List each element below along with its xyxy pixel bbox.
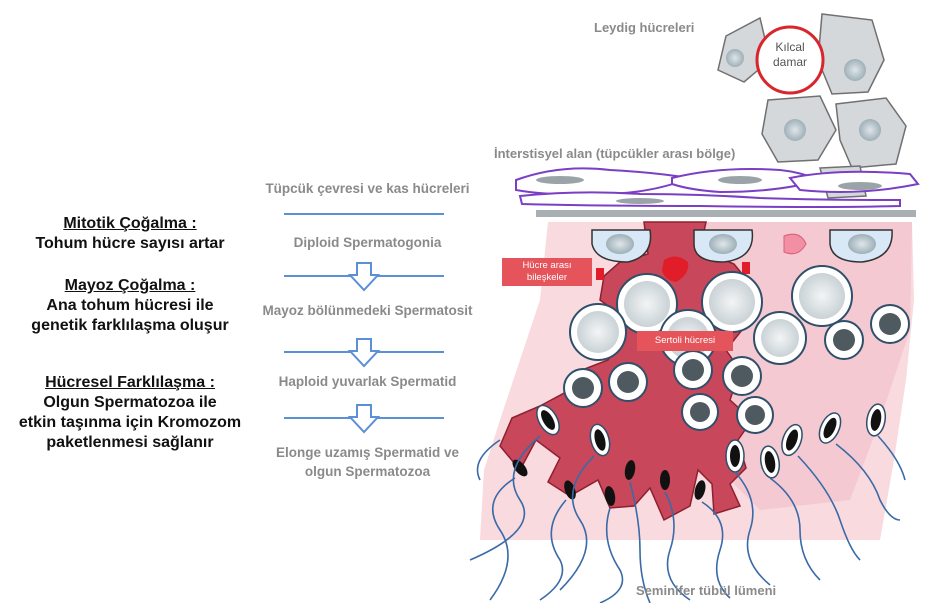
meiosis-block: Mayoz Çoğalma : Ana tohum hücresi ile ge… [0, 276, 260, 336]
differentiation-line-3: paketlenmesi sağlanır [46, 434, 214, 451]
leydig-label: Leydig hücreleri [594, 20, 695, 35]
meiosis-heading: Mayoz Çoğalma : [64, 277, 196, 294]
interstitial-cells [515, 167, 920, 208]
capillary-label: Kılcal damar [760, 40, 820, 70]
stage-round-spermatid: Haploid yuvarlak Spermatid [278, 374, 457, 389]
capillary-label-line-1: Kılcal [775, 40, 805, 54]
capillary-vessel [755, 25, 825, 95]
sperm-tails [469, 435, 906, 603]
stage-arrows [347, 262, 381, 434]
junctions-label: Hücre arası bileşkeler [502, 258, 592, 286]
mitotic-line-1: Tohum hücre sayısı artar [35, 235, 225, 252]
differentiation-line-1: Olgun Spermatozoa ile [43, 394, 217, 411]
stage-elongated-spermatid: Elonge uzamış Spermatid ve olgun Spermat… [255, 443, 480, 481]
stage-elongated-line-1: Elonge uzamış Spermatid ve [275, 445, 460, 460]
stage-elongated-line-2: olgun Spermatozoa [304, 464, 431, 479]
stage-spermatogonia: Diploid Spermatogonia [293, 235, 442, 250]
junctions-label-line-1: Hücre arası [522, 260, 572, 271]
sertoli-label: Sertoli hücresi [637, 331, 733, 351]
differentiation-line-2: etkin taşınma için Kromozom [18, 414, 242, 431]
stage-peritubular: Tüpcük çevresi ve kas hücreleri [265, 181, 470, 196]
mitotic-block: Mitotik Çoğalma : Tohum hücre sayısı art… [0, 214, 260, 254]
stage-spermatocyte: Mayoz bölünmedeki Spermatosit [262, 303, 473, 318]
basement-membrane [536, 210, 916, 217]
differentiation-block: Hücresel Farklılaşma : Olgun Spermatozoa… [0, 373, 260, 453]
meiosis-line-1: Ana tohum hücresi ile [46, 297, 214, 314]
capillary-label-line-2: damar [772, 55, 807, 69]
meiosis-line-2: genetik farklılaşma oluşur [31, 317, 229, 334]
junctions-label-line-2: bileşkeler [526, 272, 568, 283]
interstitial-label: İnterstisyel alan (tüpcükler arası bölge… [494, 146, 736, 161]
lumen-label: Seminifer tübül lümeni [636, 583, 777, 598]
differentiation-heading: Hücresel Farklılaşma : [45, 374, 215, 391]
mitotic-heading: Mitotik Çoğalma : [63, 215, 197, 232]
